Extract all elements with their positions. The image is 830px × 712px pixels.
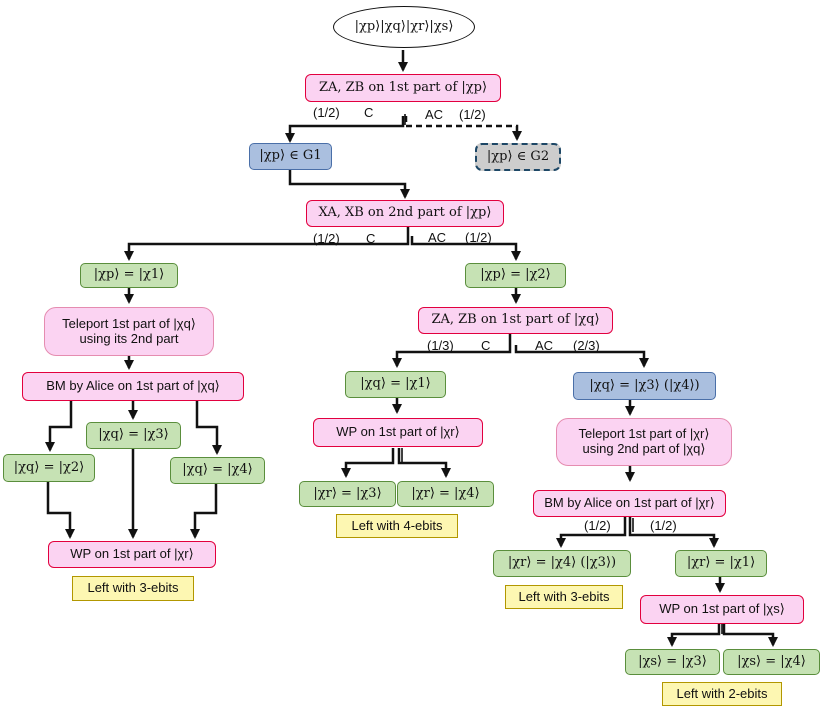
zazb-on-p: ZA, ZB on 1st part of |χp⟩ [305,74,501,102]
edge-wprmid-to-r3 [341,448,395,478]
q-eq-chi1: |χq⟩ = |χ1⟩ [345,371,446,398]
edge-zazb-to-g2 [404,116,522,141]
b4-left-prob: (1/2) [584,518,611,533]
result-4-ebits: Left with 4-ebits [336,514,458,538]
r-eq-chi4-or-chi3: |χr⟩ = |χ4⟩ (|χ3⟩) [493,550,631,577]
edge-wps-to-s3 [667,624,721,647]
b2-left-type: C [366,231,376,246]
b4-right-prob: (1/2) [650,518,677,533]
b2-left-prob: (1/2) [313,231,340,246]
bm-alice-r: BM by Alice on 1st part of |χr⟩ [533,490,726,517]
edge-wprmid-to-r4 [397,448,451,478]
xaxb-on-p: XA, XB on 2nd part of |χp⟩ [306,200,504,227]
b3-left-prob: (1/3) [427,338,454,353]
teleport-r-line2: using 2nd part of |χq⟩ [582,441,706,456]
b1-left-type: C [364,105,374,120]
zazb-on-q: ZA, ZB on 1st part of |χq⟩ [418,307,613,334]
b2-right-prob: (1/2) [465,230,492,245]
b2-right-type: AC [428,230,447,245]
edge-q4-to-wpr [190,484,218,539]
edge-zazb-to-g1 [285,116,405,143]
r-eq-chi1: |χr⟩ = |χ1⟩ [675,550,767,577]
result-3-ebits-right: Left with 3-ebits [505,585,623,609]
edge-g1-to-xaxb [288,170,410,199]
edge-xaxb-to-p1 [124,227,410,261]
b3-right-type: AC [535,338,554,353]
result-2-ebits: Left with 2-ebits [662,682,782,706]
edge-q2-to-wpr [46,482,75,539]
teleport-q-line1: Teleport 1st part of |χq⟩ [62,315,196,331]
p-in-g2: |χp⟩ ∈ G2 [475,143,561,171]
b1-right-type: AC [425,107,444,122]
wp-on-s: WP on 1st part of |χs⟩ [640,595,804,624]
edge-bmq-to-q2 [45,401,73,452]
b3-left-type: C [481,338,491,353]
r-eq-chi4: |χr⟩ = |χ4⟩ [397,481,494,507]
q-eq-chi3-or-chi4: |χq⟩ = |χ3⟩ (|χ4⟩) [573,372,716,400]
edge-bmr-to-r1 [628,516,719,548]
s-eq-chi4: |χs⟩ = |χ4⟩ [723,649,820,675]
b1-right-prob: (1/2) [459,107,486,122]
p-eq-chi1: |χp⟩ = |χ1⟩ [80,263,178,288]
result-3-ebits-left: Left with 3-ebits [72,576,194,601]
wp-on-r-left: WP on 1st part of |χr⟩ [48,541,216,568]
teleport-q-line2: using its 2nd part [79,330,179,346]
edge-zazbq-to-q1 [392,334,512,368]
edge-wps-to-s4 [722,624,778,647]
teleport-r-line1: Teleport 1st part of |χr⟩ [578,426,710,442]
r-eq-chi3: |χr⟩ = |χ3⟩ [299,481,396,507]
edge-bmq-to-q4 [195,401,222,455]
teleport-r: Teleport 1st part of |χr⟩ using 2nd part… [556,418,732,466]
teleport-q: Teleport 1st part of |χq⟩ using its 2nd … [44,307,214,356]
s-eq-chi3: |χs⟩ = |χ3⟩ [625,649,720,675]
edge-zazbq-to-q34 [514,345,649,368]
initial-state: |χp⟩|χq⟩|χr⟩|χs⟩ [333,6,475,48]
b1-left-prob: (1/2) [313,105,340,120]
wp-on-r-mid: WP on 1st part of |χr⟩ [313,418,483,447]
q-eq-chi2: |χq⟩ = |χ2⟩ [3,454,95,482]
p-eq-chi2: |χp⟩ = |χ2⟩ [465,263,566,288]
q-eq-chi4-left: |χq⟩ = |χ4⟩ [170,457,265,484]
q-eq-chi3-left: |χq⟩ = |χ3⟩ [86,422,181,449]
edge-bmr-to-r43 [556,516,627,548]
edge-xaxb-to-p2 [410,236,521,261]
b3-right-prob: (2/3) [573,338,600,353]
p-in-g1: |χp⟩ ∈ G1 [249,143,332,170]
bm-alice-q: BM by Alice on 1st part of |χq⟩ [22,372,244,401]
